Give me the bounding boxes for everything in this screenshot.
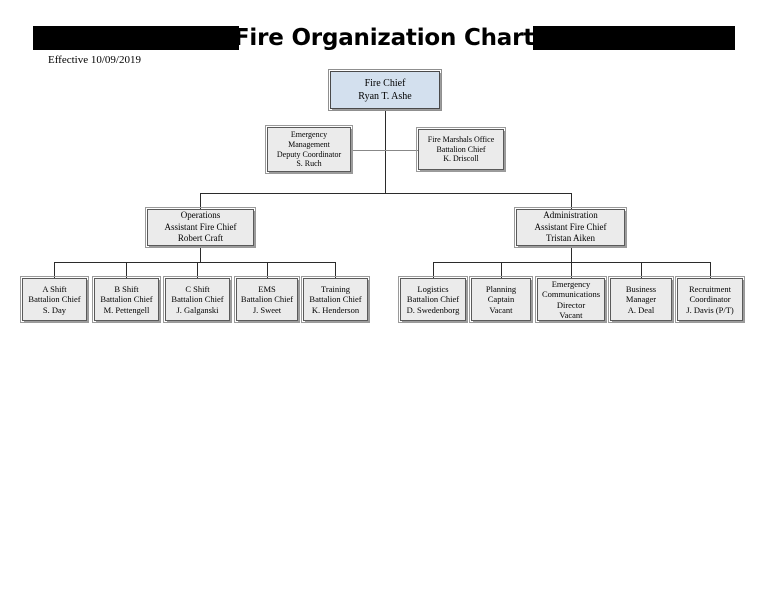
org-node-planning-line-1: Planning: [485, 283, 517, 294]
connector-administration-drop-4: [641, 262, 642, 278]
connector-operations-drop-2: [126, 262, 127, 278]
org-node-planning-line-2: Captain: [487, 294, 515, 305]
org-node-emergency-management-line-2: Management: [288, 139, 330, 149]
connector-administration-drop-2: [501, 262, 502, 278]
title-band: Fire Organization Chart: [0, 25, 768, 52]
org-node-logistics-line-2: Battalion Chief: [406, 294, 460, 305]
org-node-emergency-communications-line-1: Emergency: [551, 278, 591, 289]
org-node-emergency-management-line-4: S. Ruch: [296, 159, 322, 169]
org-node-c-shift-line-2: Battalion Chief: [171, 294, 224, 305]
org-node-emergency-communications-line-2: Communications: [541, 289, 601, 299]
org-node-emergency-communications-line-3: Director: [556, 299, 586, 310]
connector-operations-drop-4: [267, 262, 268, 278]
org-node-business-manager-line-2: Manager: [625, 294, 657, 305]
org-node-planning-line-3: Vacant: [489, 304, 513, 315]
page-title: Fire Organization Chart: [233, 25, 535, 51]
org-node-fire-chief-line-2: Ryan T. Ashe: [358, 91, 412, 102]
connector-chief-to-emergency-management: [351, 150, 385, 151]
org-node-recruitment-coordinator-line-3: J. Davis (P/T): [686, 304, 734, 315]
connector-to-operations: [200, 193, 201, 209]
org-node-fire-marshals-office-line-2: Battalion Chief: [436, 144, 486, 154]
org-node-fire-chief-line-1: Fire Chief: [364, 78, 406, 89]
org-node-recruitment-coordinator-line-2: Coordinator: [689, 294, 731, 305]
org-node-operations-line-3: Robert Craft: [177, 233, 224, 244]
org-node-administration-line-1: Administration: [543, 210, 598, 221]
connector-administration-trunk: [571, 246, 572, 262]
org-node-b-shift-line-3: M. Pettengell: [103, 304, 150, 315]
org-node-operations-line-2: Assistant Fire Chief: [164, 221, 237, 232]
org-node-ems-line-1: EMS: [258, 283, 276, 294]
connector-chief-trunk: [385, 109, 386, 193]
connector-operations-drop-3: [197, 262, 198, 278]
org-node-training-line-1: Training: [321, 283, 350, 294]
org-node-a-shift-line-2: Battalion Chief: [28, 294, 81, 305]
connector-to-administration: [571, 193, 572, 209]
connector-administration-drop-5: [710, 262, 711, 278]
org-node-logistics-line-3: D. Swedenborg: [406, 304, 460, 315]
org-node-a-shift-line-1: A Shift: [42, 283, 67, 294]
connector-operations-drop-5: [335, 262, 336, 278]
org-node-b-shift-line-1: B Shift: [114, 283, 139, 294]
connector-administration-drop-3: [571, 262, 572, 278]
connector-chief-to-fire-marshals-office: [385, 150, 418, 151]
org-node-administration-line-2: Assistant Fire Chief: [534, 221, 607, 232]
org-node-training-line-3: K. Henderson: [311, 304, 360, 315]
org-node-emergency-management-line-1: Emergency: [290, 130, 328, 140]
org-node-a-shift-line-3: S. Day: [42, 304, 67, 315]
org-node-recruitment-coordinator-line-1: Recruitment: [688, 283, 731, 294]
org-node-business-manager-line-1: Business: [625, 283, 657, 294]
org-node-logistics-line-1: Logistics: [417, 283, 449, 294]
org-node-ems-line-3: J. Sweet: [252, 304, 282, 315]
org-node-ems-line-2: Battalion Chief: [240, 294, 294, 305]
connector-operations-drop-1: [54, 262, 55, 278]
org-node-operations-line-1: Operations: [180, 210, 221, 221]
org-node-b-shift-line-2: Battalion Chief: [100, 294, 153, 305]
org-node-fire-marshals-office-line-1: Fire Marshals Office: [427, 135, 495, 145]
org-node-emergency-management-line-3: Deputy Coordinator: [276, 149, 342, 159]
connector-level2-bar: [200, 193, 571, 194]
org-node-administration-line-3: Tristan Aiken: [546, 233, 595, 244]
effective-date-label: Effective 10/09/2019: [48, 54, 141, 66]
connector-operations-bar: [54, 262, 336, 263]
connector-operations-trunk: [200, 246, 201, 262]
title-decoration-bar-right: [533, 26, 735, 50]
org-node-training-line-2: Battalion Chief: [309, 294, 362, 305]
org-node-business-manager-line-3: A. Deal: [627, 304, 655, 315]
org-node-c-shift-line-1: C Shift: [185, 283, 210, 294]
org-node-c-shift-line-3: J. Galganski: [176, 304, 219, 315]
connector-administration-drop-1: [433, 262, 434, 278]
title-decoration-bar-left: [33, 26, 239, 50]
org-node-fire-marshals-office-line-3: K. Driscoll: [443, 154, 479, 164]
org-node-emergency-communications-line-4: Vacant: [559, 310, 583, 320]
